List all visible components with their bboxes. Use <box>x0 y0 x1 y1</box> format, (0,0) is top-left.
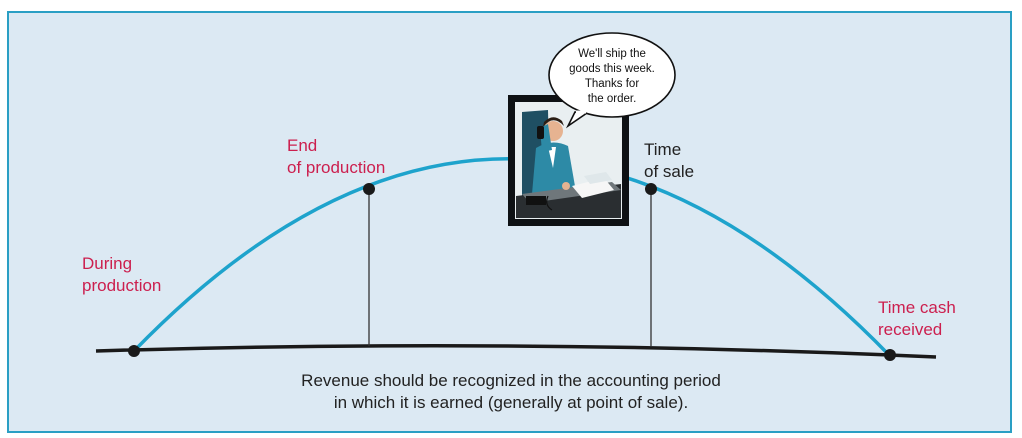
caption: Revenue should be recognized in the acco… <box>0 370 1022 414</box>
end-of-production-label: End of production <box>287 136 386 177</box>
time-of-sale-label: Time of sale <box>644 140 695 181</box>
caption-line-2: in which it is earned (generally at poin… <box>333 393 689 412</box>
time-cash-received-point <box>884 349 896 361</box>
time-of-sale-point <box>645 183 657 195</box>
speech-bubble-text: We'll ship the goods this week. Thanks f… <box>569 48 655 105</box>
during-production-label: During production <box>82 254 162 295</box>
during-production-point <box>128 345 140 357</box>
time-cash-received-label: Time cash received <box>878 298 956 339</box>
businessman-on-phone-icon <box>508 95 629 226</box>
end-of-production-point <box>363 183 375 195</box>
timeline-baseline <box>95 343 937 359</box>
speech-bubble-shape <box>548 32 676 129</box>
caption-line-1: Revenue should be recognized in the acco… <box>301 371 721 390</box>
